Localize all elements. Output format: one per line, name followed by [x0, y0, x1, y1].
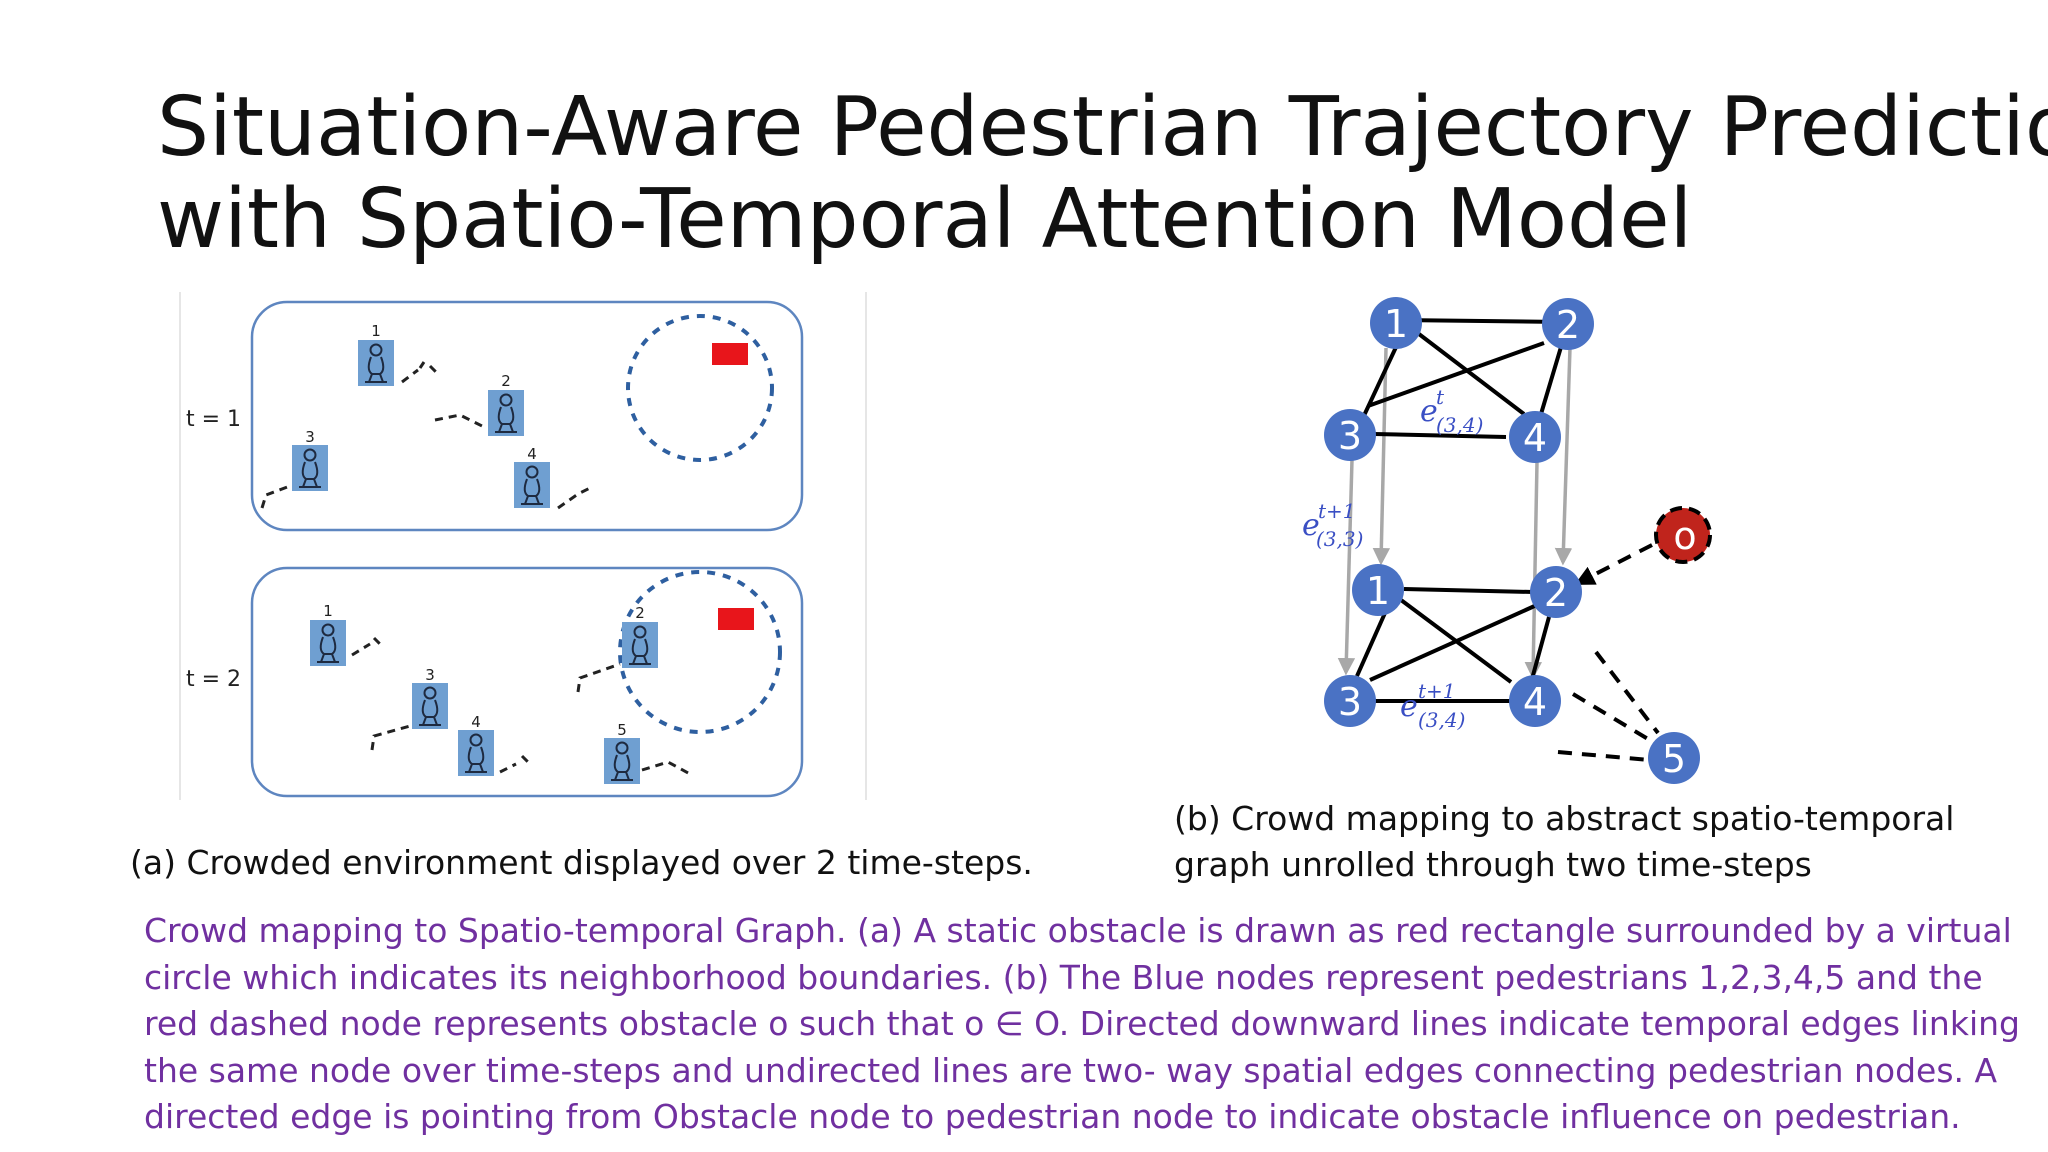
- svg-text:2: 2: [1556, 303, 1580, 347]
- svg-text:1: 1: [371, 322, 381, 340]
- node-t1-1: 1: [1352, 564, 1404, 616]
- svg-text:4: 4: [1523, 416, 1547, 460]
- caption-b-line-2: graph unrolled through two time-steps: [1174, 845, 1812, 884]
- pedestrian-4-t2: 4: [457, 713, 532, 777]
- caption-panel-a: (a) Crowded environment displayed over 2…: [130, 843, 1033, 882]
- spatial-edges-t1: [1355, 587, 1551, 703]
- node-t1-3: 3: [1324, 675, 1376, 727]
- svg-text:(3,4): (3,4): [1418, 708, 1465, 732]
- edge-label-temporal: e t+1 (3,3): [1302, 499, 1363, 551]
- temporal-edges: [1337, 347, 1573, 680]
- panel-a: t = 1 1 2 3 4: [179, 292, 867, 800]
- edge-label-spatial-t: e t (3,4): [1420, 385, 1483, 437]
- timestep-label-1: t = 1: [186, 407, 241, 432]
- obstacle-boundary-circle: [626, 314, 774, 462]
- description-line-2: circle which indicates its neighborhood …: [144, 957, 1983, 997]
- svg-text:o: o: [1673, 514, 1696, 558]
- caption-panel-b: (b) Crowd mapping to abstract spatio-tem…: [1174, 796, 1954, 888]
- svg-text:5: 5: [1662, 737, 1686, 781]
- node-t-3: 3: [1324, 409, 1376, 461]
- figure-description: Crowd mapping to Spatio-temporal Graph. …: [144, 908, 2024, 1141]
- svg-text:(3,3): (3,3): [1316, 527, 1363, 551]
- svg-text:3: 3: [1338, 414, 1362, 458]
- obstacle-rect-2: [718, 608, 754, 630]
- svg-text:1: 1: [323, 602, 333, 620]
- svg-text:3: 3: [425, 666, 435, 684]
- timestep-label-2: t = 2: [186, 667, 241, 692]
- svg-text:4: 4: [527, 445, 537, 463]
- description-line-3: red dashed node represents obstacle o su…: [144, 1004, 2020, 1043]
- description-line-1: Crowd mapping to Spatio-temporal Graph. …: [144, 911, 2012, 950]
- obstacle-node: o: [1654, 506, 1712, 564]
- node-t-2: 2: [1542, 298, 1594, 350]
- description-line-4: the same node over time-steps and undire…: [144, 1050, 1998, 1090]
- svg-text:t+1: t+1: [1418, 679, 1456, 703]
- pedestrian-5-t2: 5: [603, 721, 691, 785]
- timestep-frame-1: t = 1 1 2 3 4: [186, 300, 804, 532]
- svg-text:3: 3: [1338, 680, 1362, 724]
- node-t1-2: 2: [1530, 566, 1582, 618]
- timestep-frame-2: t = 2 1 2 3 4: [186, 566, 804, 798]
- obstacle-rect: [712, 343, 748, 365]
- pedestrian-4: 4: [513, 445, 591, 510]
- svg-text:t: t: [1436, 385, 1445, 409]
- pedestrian-1-t2: 1: [309, 602, 384, 667]
- svg-text:e: e: [1420, 394, 1438, 429]
- svg-text:e: e: [1302, 508, 1320, 543]
- pedestrian-2-t2: 2: [576, 604, 659, 693]
- node-t-4: 4: [1509, 411, 1561, 463]
- svg-text:(3,4): (3,4): [1436, 413, 1483, 437]
- panel-b: 1 2 3 4 1 2 3 4: [1302, 297, 1712, 784]
- pedestrian-3-t2: 3: [370, 666, 449, 751]
- edge-label-spatial-t1: e t+1 (3,4): [1400, 679, 1465, 732]
- pedestrian-1: 1: [357, 322, 438, 387]
- svg-text:1: 1: [1384, 302, 1408, 346]
- caption-b-line-1: (b) Crowd mapping to abstract spatio-tem…: [1174, 799, 1955, 838]
- svg-text:4: 4: [471, 713, 481, 731]
- pedestrian-2: 2: [434, 372, 525, 437]
- title-line-1: Situation-Aware Pedestrian Trajectory Pr…: [157, 80, 2048, 175]
- spatial-edges-t: [1352, 318, 1564, 439]
- dashed-edges: [1557, 543, 1660, 762]
- pedestrian-3: 3: [260, 428, 329, 509]
- svg-text:t+1: t+1: [1318, 499, 1356, 523]
- svg-text:2: 2: [501, 372, 511, 390]
- obstacle-boundary-circle-2: [618, 570, 782, 734]
- description-line-5: directed edge is pointing from Obstacle …: [144, 1097, 1961, 1136]
- node-t-1: 1: [1370, 297, 1422, 349]
- title-line-2: with Spatio-Temporal Attention Model: [157, 172, 1693, 267]
- svg-text:e: e: [1400, 689, 1418, 724]
- node-t1-4: 4: [1509, 675, 1561, 727]
- slide-title: Situation-Aware Pedestrian Trajectory Pr…: [157, 80, 2048, 267]
- svg-text:1: 1: [1366, 569, 1390, 613]
- node-5: 5: [1648, 732, 1700, 784]
- svg-text:2: 2: [1544, 571, 1568, 615]
- svg-text:2: 2: [635, 604, 645, 622]
- svg-text:3: 3: [305, 428, 315, 446]
- svg-text:5: 5: [617, 721, 627, 739]
- svg-text:4: 4: [1523, 680, 1547, 724]
